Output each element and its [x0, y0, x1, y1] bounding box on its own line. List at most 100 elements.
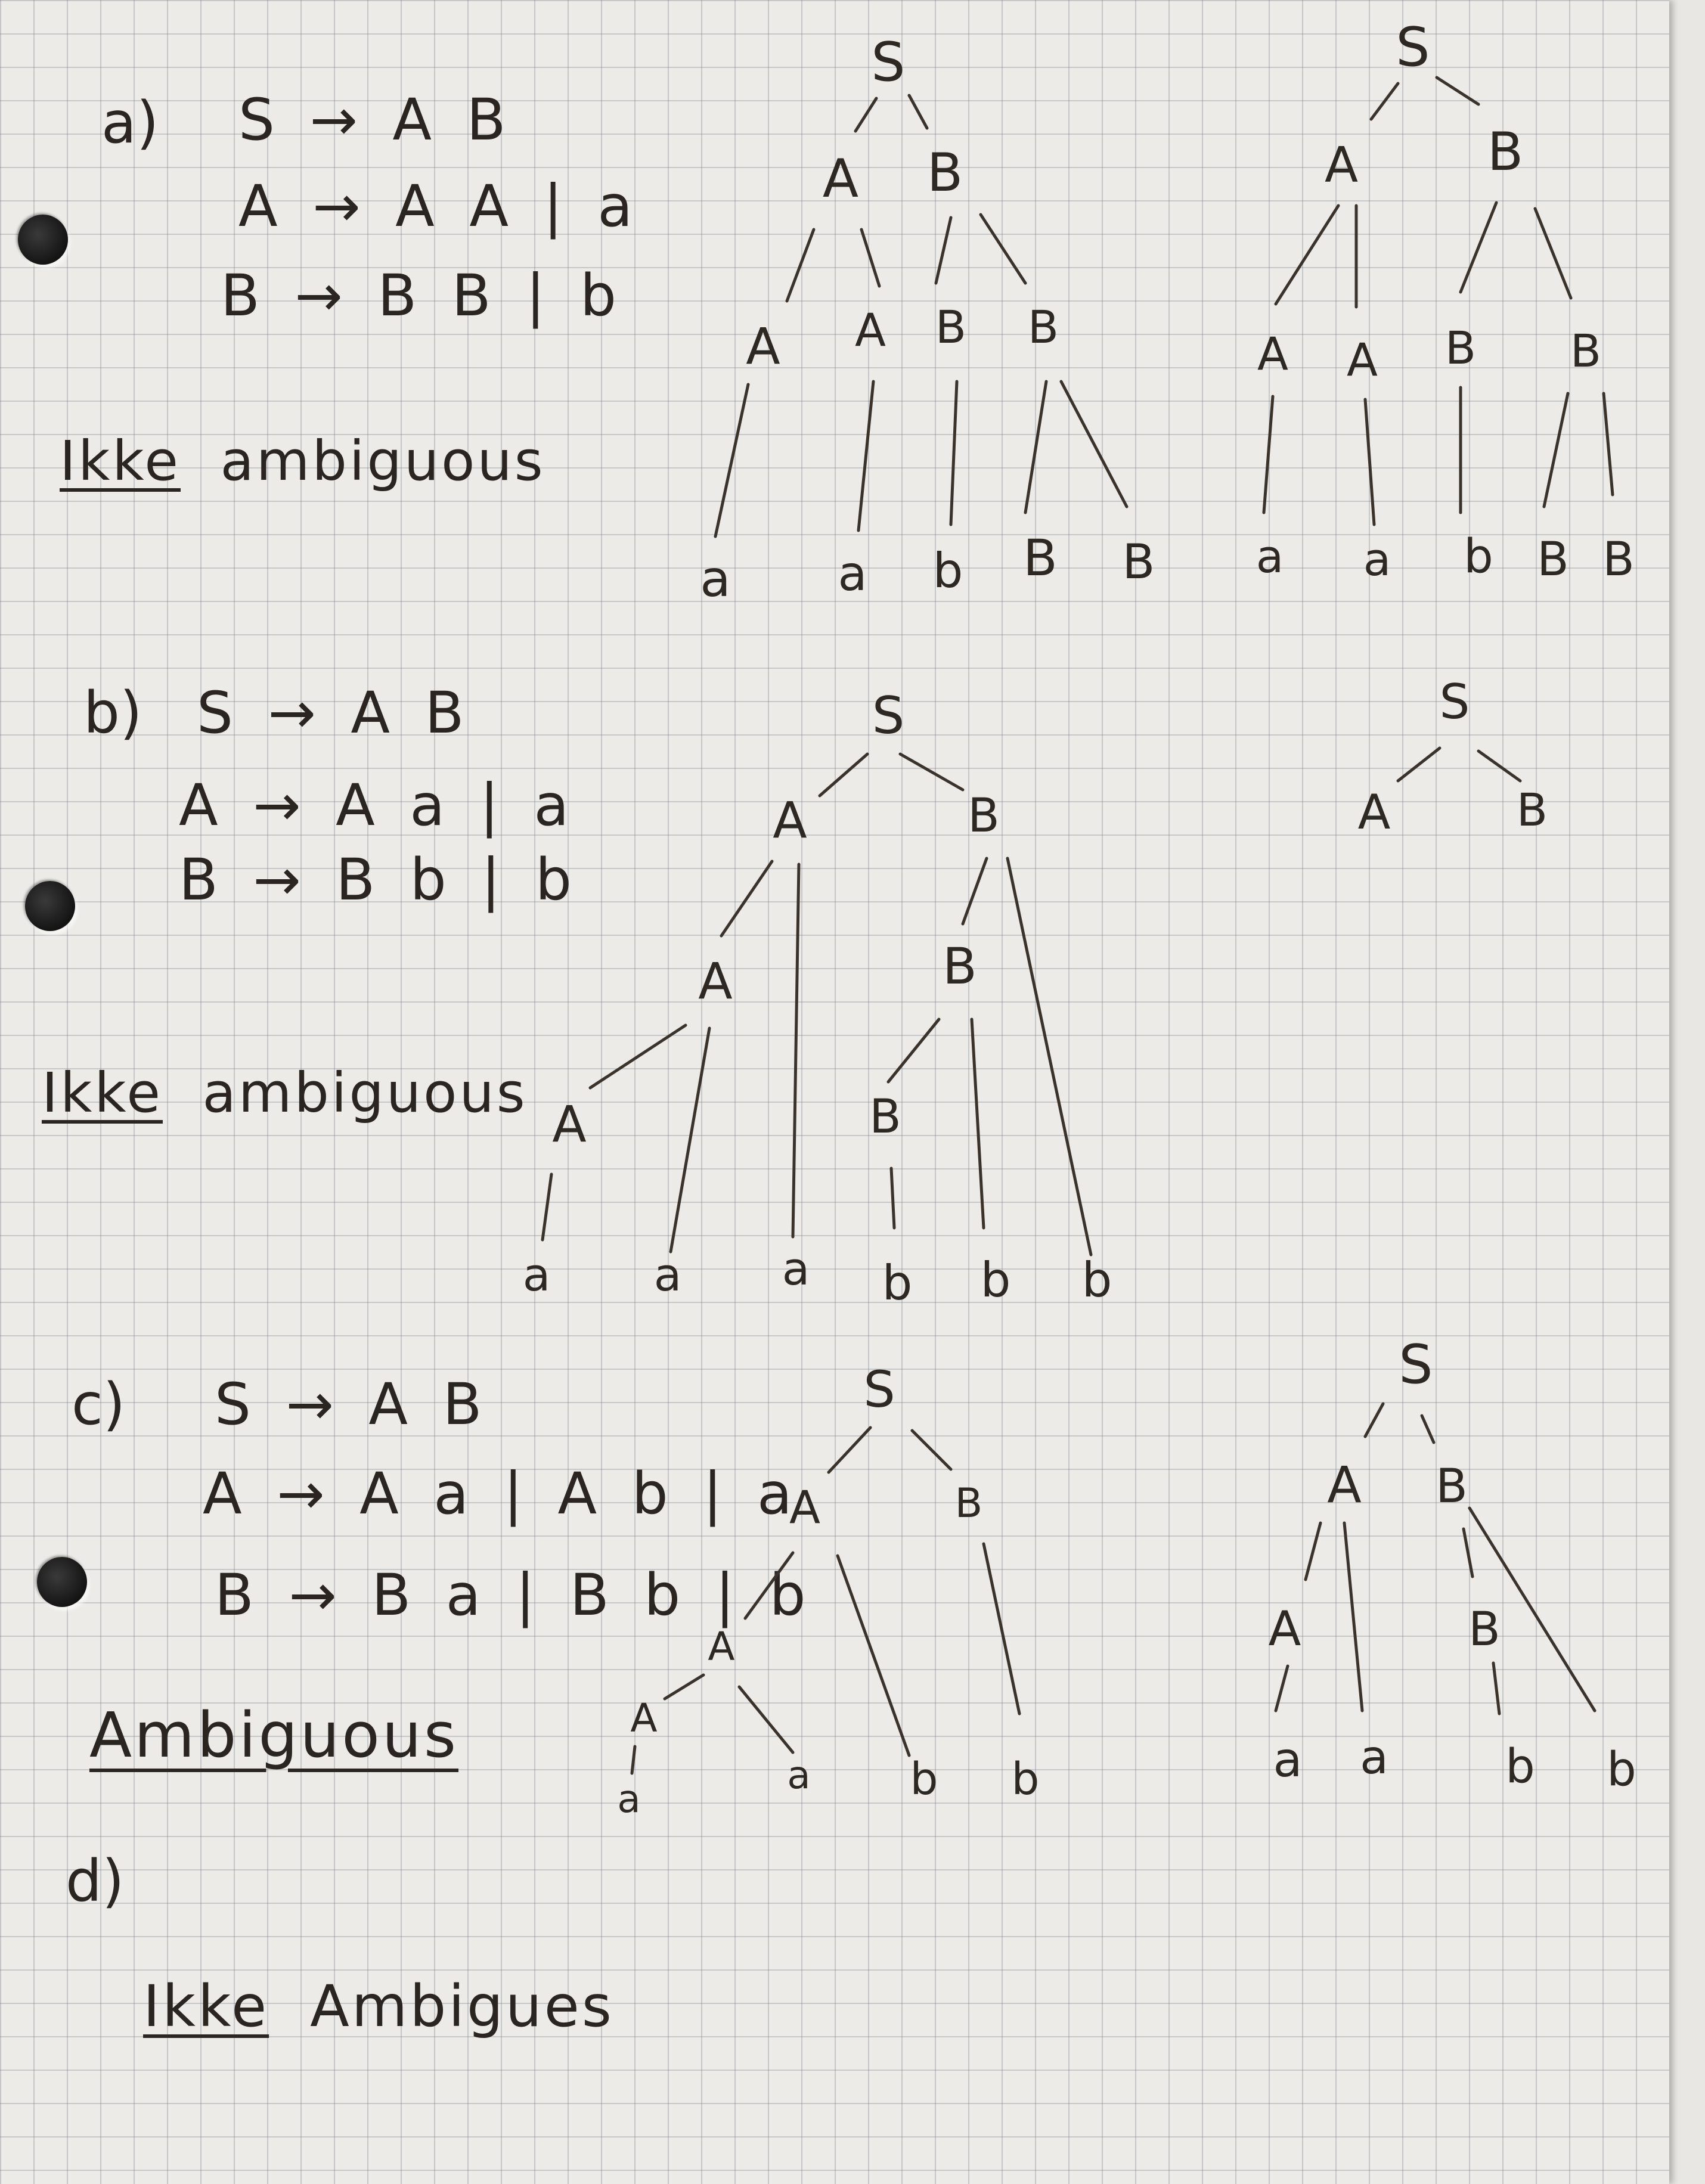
tree-edge	[1274, 204, 1340, 306]
punch-hole	[37, 1557, 87, 1607]
tree-leaf: B	[1023, 529, 1058, 587]
part-a-rule-1: S → A B	[238, 86, 514, 153]
tree-edge	[720, 860, 774, 938]
parse-tree-a2: S A B A A B B a a b B B	[1256, 16, 1635, 587]
tree-node: B	[955, 1480, 983, 1527]
tree-node: A	[1269, 1601, 1301, 1656]
part-c-rule-1: S → A B	[215, 1371, 491, 1438]
tree-edge	[1533, 207, 1573, 300]
tree-edge	[1024, 380, 1048, 514]
tree-node: A	[855, 303, 886, 356]
tree-edge	[898, 752, 965, 792]
tree-leaf: b	[1082, 1252, 1112, 1308]
part-d-label: d)	[66, 1848, 125, 1915]
tree-leaf: a	[1363, 533, 1391, 586]
part-a-rule-3: B → B B | b	[221, 262, 625, 329]
part-c-label: c)	[72, 1371, 126, 1438]
tree-node: B	[1570, 324, 1601, 377]
tree-leaf: a	[1360, 1731, 1388, 1785]
tree-edge	[1343, 1521, 1364, 1713]
tree-leaf: a	[700, 550, 730, 608]
tree-edge	[1363, 398, 1376, 526]
tree-node: A	[789, 1481, 820, 1534]
tree-edge	[818, 752, 869, 798]
tree-leaf: a	[1256, 530, 1284, 583]
part-c-rule-2: A → A a | A b | a	[203, 1460, 801, 1527]
tree-edge	[982, 1542, 1021, 1715]
part-a-rule-2: A → A A | a	[238, 173, 641, 240]
tree-node: A	[773, 791, 807, 849]
part-b-rule-1: S → A B	[197, 680, 473, 746]
tree-node: A	[708, 1624, 734, 1670]
tree-edge	[1262, 395, 1275, 514]
tree-edge	[1420, 1414, 1436, 1444]
part-a-label: a)	[101, 89, 159, 156]
tree-leaf: a	[617, 1777, 640, 1822]
tree-leaf: a	[838, 546, 867, 601]
parse-tree-a1: S A B A A B B a a b B B	[700, 31, 1155, 608]
tree-leaf: a	[523, 1248, 551, 1301]
part-a-note-rest: ambiguous	[220, 429, 545, 493]
tree-node: A	[552, 1095, 586, 1153]
tree-edge	[1492, 1661, 1501, 1715]
tree-leaf: b	[1505, 1740, 1535, 1794]
tree-edge	[1304, 1521, 1322, 1581]
tree-edge	[1462, 1527, 1474, 1578]
tree-leaf: b	[933, 543, 963, 598]
tree-edge	[1006, 857, 1093, 1257]
tree-node: B	[1028, 300, 1059, 353]
tree-leaf: a	[654, 1248, 682, 1301]
tree-edge	[961, 857, 988, 926]
tree-edge	[979, 213, 1027, 285]
part-b-rule-2: A → A a | a	[179, 772, 578, 839]
tree-node: S	[872, 686, 905, 746]
punch-hole	[25, 881, 75, 931]
part-a-note: Ikke ambiguous	[60, 429, 545, 493]
tree-edge	[1468, 1506, 1596, 1713]
tree-node: B	[1517, 783, 1548, 836]
tree-edge	[669, 1026, 711, 1254]
tree-node: B	[968, 789, 1000, 843]
tree-edge	[1542, 392, 1570, 508]
tree-edge	[1435, 76, 1480, 106]
tree-edge	[857, 380, 875, 532]
tree-edge	[934, 216, 953, 285]
tree-edge	[836, 1554, 911, 1757]
tree-node: B	[935, 300, 966, 353]
tree-edge	[630, 1745, 637, 1775]
tree-node: B	[927, 142, 963, 203]
parse-tree-c1: S A B A A a a b b	[617, 1360, 1039, 1822]
parse-tree-b1: S A B A B A B a a a b b b	[523, 686, 1112, 1311]
tree-node: A	[823, 148, 858, 209]
tree-edge	[1477, 749, 1522, 783]
tree-node: B	[943, 937, 977, 995]
tree-edge	[889, 1167, 896, 1230]
part-b-label: b)	[83, 680, 142, 746]
tree-edge	[1459, 201, 1498, 294]
tree-edge	[737, 1685, 795, 1754]
tree-node: S	[1399, 1333, 1433, 1396]
tree-leaf: B	[1537, 533, 1569, 587]
tree-edge	[860, 228, 881, 288]
tree-edge	[791, 863, 801, 1239]
tree-node: S	[1440, 674, 1470, 730]
tree-leaf: b	[1012, 1754, 1040, 1805]
tree-leaf: b	[1607, 1743, 1636, 1797]
tree-node: A	[698, 952, 732, 1010]
tree-leaf: B	[1602, 533, 1635, 587]
part-d-note-rest: Ambigues	[310, 1973, 614, 2040]
tree-edge	[785, 228, 816, 303]
tree-edge	[1274, 1664, 1289, 1713]
tree-node: B	[1436, 1460, 1468, 1513]
part-b-note-underlined: Ikke	[42, 1061, 163, 1125]
part-d-note-underlined: Ikke	[143, 1973, 269, 2040]
tree-edge	[886, 1017, 941, 1084]
tree-node: A	[1257, 327, 1288, 380]
tree-leaf: b	[882, 1255, 913, 1311]
tree-edge	[970, 1017, 985, 1230]
tree-edge	[541, 1172, 553, 1242]
tree-node: S	[863, 1360, 895, 1419]
tree-edge	[854, 97, 878, 133]
tree-node: A	[630, 1695, 657, 1741]
tree-node: B	[869, 1090, 901, 1144]
